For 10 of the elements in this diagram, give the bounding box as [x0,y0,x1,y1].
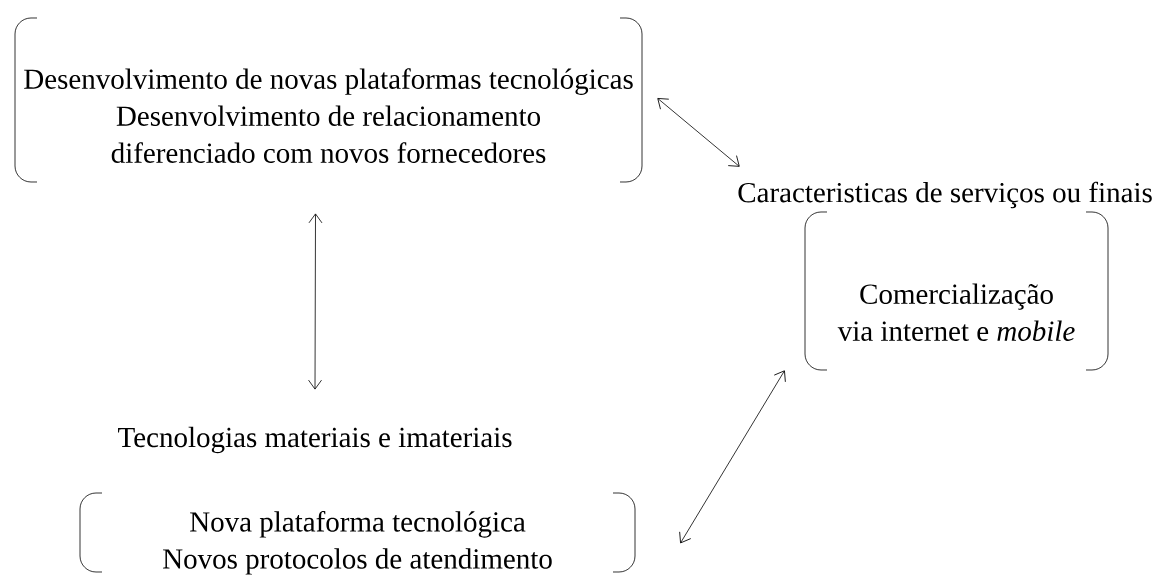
text-line: Comercialização via internet e mobile [837,283,1075,341]
heading: Tecnologias materiais e imateriais [118,426,512,454]
double-arrow [679,370,786,544]
double-arrow [657,98,740,167]
double-arrow [308,213,323,390]
text-line: Desenvolvimento de novas plataformas tecnológicas [24,68,633,95]
heading: Caracteristicas de serviços ou finais [738,181,1152,209]
text-line: Desenvolvimento de relacionamento diferenciado com novos fornecedores [111,105,546,163]
text-line: Novos protocolos de atendimento [163,548,552,575]
text-line: Nova plataforma tecnológica [190,511,526,538]
